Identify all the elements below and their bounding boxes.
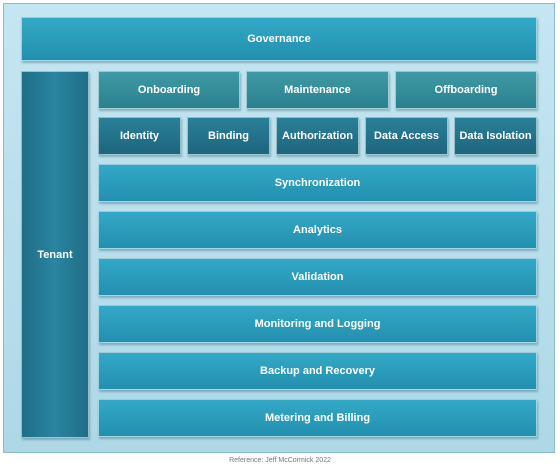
service-label: Validation xyxy=(291,271,344,283)
security-label: Authorization xyxy=(282,130,353,142)
service-label: Synchronization xyxy=(274,177,361,189)
service-label: Monitoring and Logging xyxy=(254,318,381,330)
service-box-analytics: Analytics xyxy=(98,211,537,249)
service-box-validation: Validation xyxy=(98,258,537,296)
service-box-backup-and-recovery: Backup and Recovery xyxy=(98,352,537,390)
reference-caption: Reference: Jeff McCormick 2022 xyxy=(229,457,331,464)
governance-label: Governance xyxy=(247,33,311,45)
security-label: Data Isolation xyxy=(459,130,532,142)
lifecycle-label: Maintenance xyxy=(284,84,351,96)
service-box-synchronization: Synchronization xyxy=(98,164,537,202)
service-label: Metering and Billing xyxy=(264,412,371,424)
service-label: Analytics xyxy=(293,224,342,236)
governance-box: Governance xyxy=(21,17,537,61)
tenant-box: Tenant xyxy=(21,71,89,438)
security-box-data-access: Data Access xyxy=(365,117,448,155)
lifecycle-box-onboarding: Onboarding xyxy=(98,71,240,109)
lifecycle-box-offboarding: Offboarding xyxy=(395,71,537,109)
security-box-data-isolation: Data Isolation xyxy=(454,117,537,155)
service-box-monitoring-and-logging: Monitoring and Logging xyxy=(98,305,537,343)
security-label: Binding xyxy=(208,130,249,142)
security-box-binding: Binding xyxy=(187,117,270,155)
service-box-metering-and-billing: Metering and Billing xyxy=(98,399,537,437)
tenant-label: Tenant xyxy=(37,248,73,261)
security-box-authorization: Authorization xyxy=(276,117,359,155)
lifecycle-label: Offboarding xyxy=(434,84,498,96)
lifecycle-label: Onboarding xyxy=(137,84,201,96)
lifecycle-box-maintenance: Maintenance xyxy=(246,71,389,109)
service-label: Backup and Recovery xyxy=(260,365,375,377)
security-label: Identity xyxy=(119,130,160,142)
security-box-identity: Identity xyxy=(98,117,181,155)
security-label: Data Access xyxy=(373,130,440,142)
